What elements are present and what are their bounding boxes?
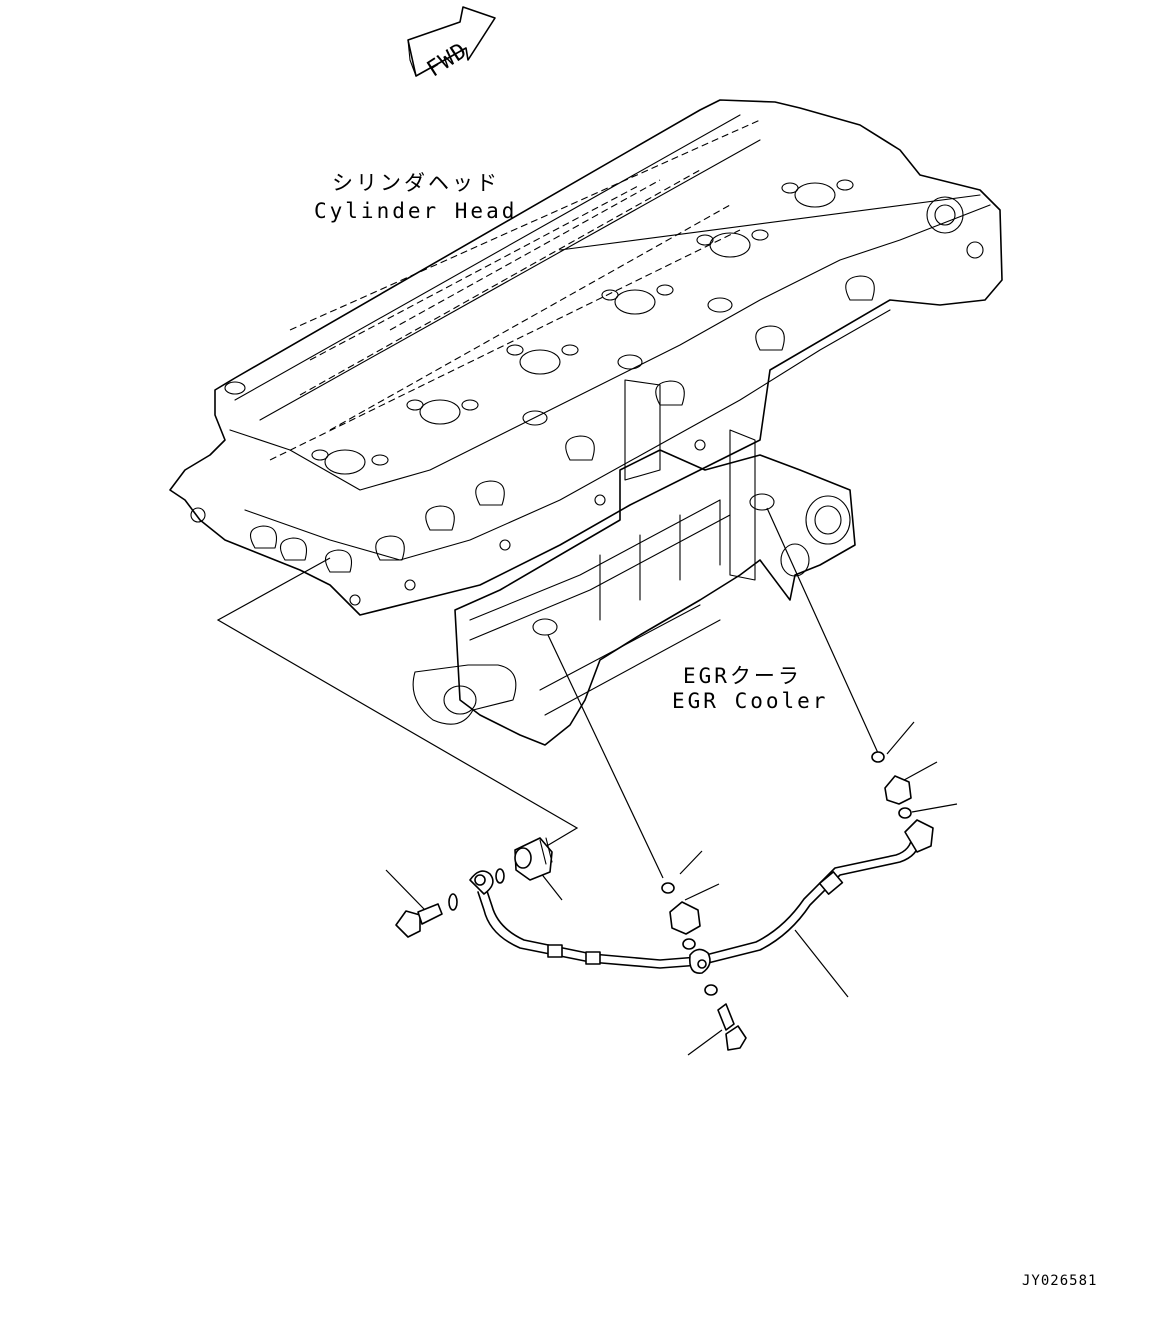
fwd-label: FWD [423, 38, 472, 82]
bolt-left [395, 903, 443, 938]
fwd-arrow: FWD [407, 6, 496, 82]
connector-center [669, 901, 701, 950]
drawing-number: JY026581 [1022, 1273, 1097, 1289]
leader-lines [216, 507, 958, 1056]
egr-cooler-label-jp: EGRクーラ [683, 664, 802, 688]
egr-cooler: EGRクーラ EGR Cooler [412, 379, 856, 746]
cylinder-head-label-en: Cylinder Head [314, 199, 517, 223]
o-ring-right [871, 751, 885, 763]
cylinder-head: シリンダヘッド Cylinder Head [169, 99, 1003, 616]
o-ring-center [661, 882, 675, 894]
connector-right [884, 775, 912, 819]
cylinder-head-label-jp: シリンダヘッド [332, 171, 500, 195]
bolt-bottom [704, 984, 747, 1051]
washers-left [448, 868, 505, 911]
sensor-plug [514, 837, 553, 881]
sensor-pipe [469, 819, 934, 974]
egr-cooler-label-en: EGR Cooler [672, 689, 828, 713]
